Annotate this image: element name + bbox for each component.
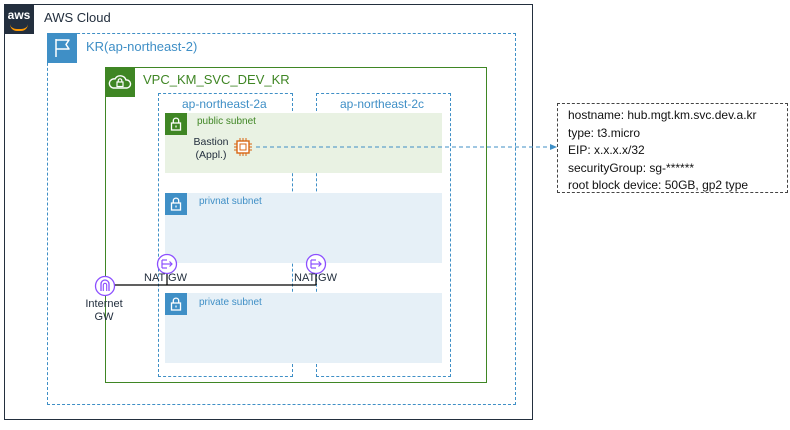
nat-gateway-icon[interactable] bbox=[305, 253, 327, 275]
info-eip: EIP: x.x.x.x/32 bbox=[568, 143, 645, 157]
info-hostname: hostname: hub.mgt.km.svc.dev.a.kr bbox=[568, 108, 757, 122]
bastion-label-line1: Bastion bbox=[193, 136, 229, 148]
info-type: type: t3.micro bbox=[568, 125, 641, 140]
aws-logo-icon: aws bbox=[4, 4, 34, 34]
info-root-block-device: root block device: 50GB, gp2 type bbox=[568, 178, 749, 192]
az-c-label: ap-northeast-2c bbox=[340, 97, 425, 111]
vpc-label: VPC_KM_SVC_DEV_KR bbox=[143, 72, 290, 87]
internet-gateway-label: Internet GW bbox=[80, 298, 128, 324]
aws-cloud-group bbox=[4, 4, 533, 420]
az-a-label: ap-northeast-2a bbox=[182, 97, 267, 111]
privnat-subnet-label: privnat subnet bbox=[199, 196, 262, 207]
ec2-chip-icon[interactable] bbox=[231, 136, 255, 158]
privnat-subnet-lock-icon bbox=[165, 193, 187, 215]
private-subnet bbox=[165, 293, 442, 363]
region-group bbox=[47, 33, 516, 405]
aws-logo-text: aws bbox=[7, 8, 31, 22]
public-subnet-label: public subnet bbox=[197, 116, 256, 127]
aws-smile-icon bbox=[10, 24, 28, 31]
igw-label-line2: GW bbox=[94, 311, 114, 323]
nat-gateway-c-label: NAT GW bbox=[294, 272, 337, 284]
cloud-lock-icon bbox=[105, 67, 135, 97]
bastion-label: Bastion (Appl.) bbox=[188, 136, 234, 162]
public-subnet-lock-icon bbox=[165, 113, 187, 135]
nat-gateway-icon[interactable] bbox=[156, 253, 178, 275]
info-security-group: securityGroup: sg-****** bbox=[568, 160, 695, 175]
instance-info-box: hostname: hub.mgt.km.svc.dev.a.kr type: … bbox=[557, 103, 788, 193]
internet-gateway-icon[interactable] bbox=[94, 275, 116, 297]
igw-label-line1: Internet bbox=[85, 298, 123, 310]
bastion-info-arrowhead bbox=[550, 144, 557, 150]
aws-cloud-label: AWS Cloud bbox=[44, 10, 111, 25]
region-label: KR(ap-northeast-2) bbox=[86, 39, 198, 54]
vpc-group bbox=[105, 67, 487, 383]
flag-icon bbox=[47, 33, 77, 63]
privnat-subnet bbox=[165, 193, 442, 263]
nat-gateway-a-label: NAT GW bbox=[144, 272, 187, 284]
private-subnet-lock-icon bbox=[165, 293, 187, 315]
bastion-label-line2: (Appl.) bbox=[195, 149, 227, 161]
private-subnet-label: private subnet bbox=[199, 297, 262, 308]
public-subnet bbox=[165, 113, 442, 173]
